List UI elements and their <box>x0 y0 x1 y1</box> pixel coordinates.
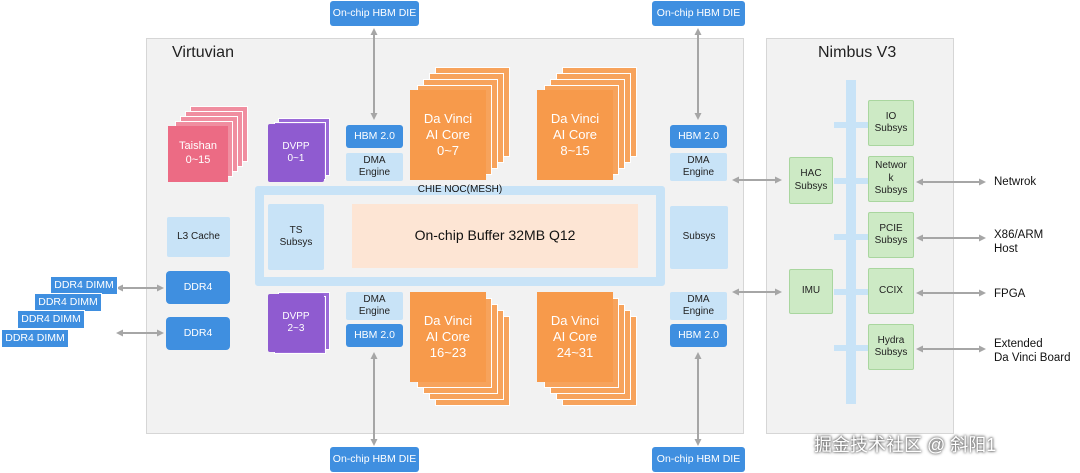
hbm-die-top-left: On-chip HBM DIE <box>330 1 419 26</box>
network-label: Netwrok <box>994 176 1037 188</box>
fpga-label: FPGA <box>994 288 1026 300</box>
hac-subsys: HAC Subsys <box>789 157 833 204</box>
virtuvian-title: Virtuvian <box>172 44 234 61</box>
hbm-die-bottom-left: On-chip HBM DIE <box>330 447 419 472</box>
io-subsys: IO Subsys <box>868 100 914 146</box>
ai-core-24-31: Da Vinci AI Core 24~31 <box>537 292 613 382</box>
on-chip-buffer: On-chip Buffer 32MB Q12 <box>352 204 638 268</box>
ddr4-2: DDR4 <box>166 317 230 350</box>
watermark: 掘金技术社区 @ 斜阳1 <box>814 435 997 455</box>
ddr4-dimm-1: DDR4 DIMM <box>50 276 118 295</box>
dma-top-right: DMA Engine <box>670 153 727 181</box>
ddr4-dimm-4: DDR4 DIMM <box>1 329 69 348</box>
dma-bottom-right: DMA Engine <box>670 292 727 320</box>
hbm-top-right: HBM 2.0 <box>670 125 727 148</box>
ddr4-dimm-3: DDR4 DIMM <box>17 310 85 329</box>
ccix: CCIX <box>868 268 914 314</box>
nimbus-title: Nimbus V3 <box>818 44 897 61</box>
ddr4-dimm-2: DDR4 DIMM <box>34 293 102 312</box>
extended-board-label: Extended Da Vinci Board <box>994 338 1071 365</box>
ts-subsys: TS Subsys <box>268 204 324 270</box>
taishan-block: Taishan 0~15 <box>168 126 228 182</box>
ai-core-0-7: Da Vinci AI Core 0~7 <box>410 90 486 180</box>
hbm-top-left: HBM 2.0 <box>346 125 403 148</box>
hbm-bottom-right: HBM 2.0 <box>670 324 727 347</box>
pcie-subsys: PCIE Subsys <box>868 212 914 258</box>
chie-noc-ring <box>255 186 665 286</box>
hbm-die-bottom-right: On-chip HBM DIE <box>652 447 745 472</box>
x86-arm-host-label: X86/ARM Host <box>994 229 1044 256</box>
imu: IMU <box>789 269 833 314</box>
hydra-subsys: Hydra Subsys <box>868 324 914 370</box>
dvpp-bottom-block: DVPP 2~3 <box>268 294 324 352</box>
dma-bottom-left: DMA Engine <box>346 292 403 320</box>
subsys-right: Subsys <box>670 206 728 269</box>
ddr4-1: DDR4 <box>166 271 230 304</box>
ai-core-8-15: Da Vinci AI Core 8~15 <box>537 90 613 180</box>
network-subsys: Networ k Subsys <box>868 156 914 202</box>
dvpp-top-block: DVPP 0~1 <box>268 124 324 182</box>
chie-noc-label: CHIE NOC(MESH) <box>417 184 503 195</box>
hbm-bottom-left: HBM 2.0 <box>346 324 403 347</box>
dma-top-left: DMA Engine <box>346 153 403 181</box>
hbm-die-top-right: On-chip HBM DIE <box>652 1 745 26</box>
l3-cache: L3 Cache <box>167 217 230 257</box>
nimbus-bus-vertical <box>846 80 856 404</box>
ai-core-16-23: Da Vinci AI Core 16~23 <box>410 292 486 382</box>
